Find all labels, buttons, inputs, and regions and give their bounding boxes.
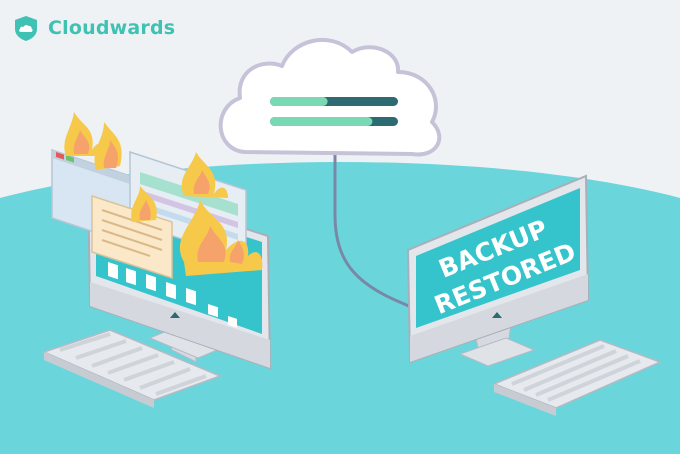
brand-logo[interactable]: Cloudwards — [12, 14, 175, 42]
cloud-shield-icon — [15, 16, 37, 41]
cloud-cable — [333, 148, 419, 312]
cloud-progress-bars — [270, 97, 398, 126]
brand-name: Cloudwards — [48, 17, 176, 39]
right-keyboard — [491, 339, 663, 416]
progress-fill-1 — [270, 97, 328, 106]
right-monitor — [406, 174, 590, 367]
flames — [64, 112, 263, 276]
progress-fill-2 — [270, 117, 373, 126]
left-keyboard — [41, 329, 223, 408]
